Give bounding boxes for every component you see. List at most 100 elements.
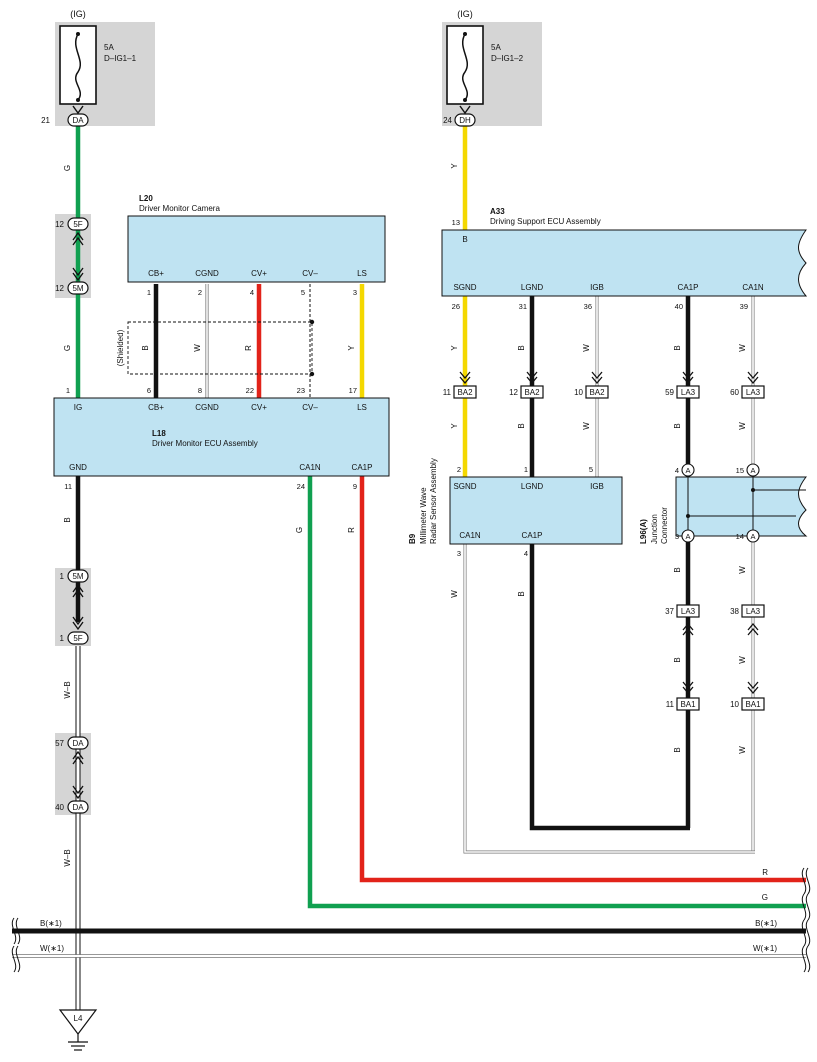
svg-text:12: 12 [55, 220, 64, 229]
svg-text:6: 6 [147, 386, 151, 395]
svg-text:1: 1 [60, 634, 65, 643]
fuse-ig-label: (IG) [70, 9, 86, 19]
connector-la3-mid-row: 37 LA3 38 LA3 [665, 604, 765, 636]
svg-text:LGND: LGND [521, 482, 543, 491]
svg-text:5: 5 [301, 288, 305, 297]
connector-ba1-row: 11 BA1 10 BA1 [666, 681, 765, 711]
svg-text:B: B [63, 517, 72, 522]
svg-text:1: 1 [147, 288, 151, 297]
svg-text:5M: 5M [72, 572, 83, 581]
connector-40-da: 40 DA [55, 785, 89, 814]
fuse-pin: 21 [41, 116, 50, 125]
svg-text:CV+: CV+ [251, 269, 267, 278]
svg-text:B: B [141, 345, 150, 350]
svg-text:B: B [673, 657, 682, 662]
svg-text:CA1P: CA1P [522, 531, 543, 540]
shield-dot-2 [309, 371, 315, 377]
component-l96-junction-connector: A 4 A 15 A 3 A 14 L96(A) Junction Connec… [639, 463, 808, 544]
svg-text:Radar Sensor Assembly: Radar Sensor Assembly [429, 458, 438, 544]
svg-text:60: 60 [730, 388, 739, 397]
svg-text:5: 5 [589, 465, 593, 474]
svg-text:1: 1 [60, 572, 65, 581]
svg-text:Y: Y [450, 163, 459, 169]
svg-text:B9: B9 [408, 533, 417, 544]
svg-text:CB+: CB+ [148, 269, 164, 278]
svg-text:W–B: W–B [63, 849, 72, 866]
svg-text:10: 10 [574, 388, 583, 397]
svg-text:10: 10 [730, 700, 739, 709]
svg-text:B(∗1): B(∗1) [40, 919, 62, 928]
svg-text:CGND: CGND [195, 403, 219, 412]
svg-text:59: 59 [665, 388, 674, 397]
svg-text:37: 37 [665, 607, 674, 616]
svg-text:G: G [295, 527, 304, 533]
svg-text:CGND: CGND [195, 269, 219, 278]
svg-text:G: G [63, 165, 72, 171]
svg-text:A: A [685, 466, 690, 475]
svg-text:A: A [750, 466, 755, 475]
svg-text:9: 9 [353, 482, 357, 491]
wire-green-ca1n [307, 476, 806, 909]
svg-text:Y: Y [450, 345, 459, 351]
svg-text:12: 12 [509, 388, 518, 397]
svg-text:13: 13 [452, 218, 460, 227]
ground-code: L4 [74, 1014, 83, 1023]
svg-text:4: 4 [524, 549, 528, 558]
svg-text:2: 2 [457, 465, 461, 474]
svg-text:SGND: SGND [453, 283, 476, 292]
svg-text:A: A [750, 532, 755, 541]
component-l20-driver-monitor-camera: L20 Driver Monitor Camera CB+ CGND CV+ C… [127, 194, 386, 297]
svg-text:CA1P: CA1P [352, 463, 373, 472]
svg-text:BA2: BA2 [589, 388, 605, 397]
svg-text:5M: 5M [72, 284, 83, 293]
svg-text:W: W [738, 344, 747, 352]
svg-text:23: 23 [297, 386, 305, 395]
svg-text:12: 12 [55, 284, 64, 293]
svg-text:BA2: BA2 [524, 388, 540, 397]
svg-text:2: 2 [198, 288, 202, 297]
svg-text:1: 1 [524, 465, 528, 474]
svg-text:22: 22 [246, 386, 254, 395]
svg-text:W(∗1): W(∗1) [753, 944, 777, 953]
svg-text:14: 14 [736, 532, 744, 541]
svg-text:R: R [244, 345, 253, 351]
svg-text:15: 15 [736, 466, 744, 475]
svg-text:B: B [462, 235, 467, 244]
svg-text:LA3: LA3 [746, 607, 761, 616]
connector-ba2-row: 11 BA2 12 BA2 10 BA2 [443, 371, 609, 399]
svg-text:Y: Y [347, 345, 356, 351]
svg-text:11: 11 [443, 388, 452, 397]
svg-text:DA: DA [72, 739, 84, 748]
svg-text:IG: IG [74, 403, 82, 412]
break-marks [11, 867, 811, 973]
connector-la3-top-row: 59 LA3 60 LA3 [665, 371, 765, 399]
svg-text:CA1P: CA1P [678, 283, 699, 292]
fuse-ig-label: (IG) [457, 9, 473, 19]
svg-text:B: B [517, 591, 526, 596]
svg-text:5F: 5F [73, 220, 82, 229]
svg-text:CA1N: CA1N [299, 463, 321, 472]
svg-text:24: 24 [297, 482, 305, 491]
svg-text:W: W [450, 590, 459, 598]
svg-text:B: B [673, 423, 682, 428]
svg-text:W: W [738, 422, 747, 430]
svg-text:Millimeter Wave: Millimeter Wave [419, 487, 428, 544]
svg-text:4: 4 [675, 466, 679, 475]
svg-text:1: 1 [66, 386, 70, 395]
svg-text:G: G [762, 893, 768, 902]
fuse-name: D–IG1–2 [491, 54, 524, 63]
svg-text:40: 40 [55, 803, 64, 812]
svg-text:BA1: BA1 [680, 700, 696, 709]
fuse-conn: DA [72, 116, 84, 125]
connector-57-da: 57 DA [55, 736, 89, 765]
svg-text:R: R [762, 868, 768, 877]
svg-text:R: R [347, 527, 356, 533]
svg-text:Y: Y [450, 423, 459, 429]
svg-text:IGB: IGB [590, 283, 604, 292]
ground-l4: L4 [58, 1009, 98, 1051]
svg-text:DA: DA [72, 803, 84, 812]
svg-text:GND: GND [69, 463, 87, 472]
svg-text:W: W [738, 566, 747, 574]
svg-text:LS: LS [357, 269, 367, 278]
component-a33-driving-support-ecu: A33 Driving Support ECU Assembly 13 B SG… [441, 207, 808, 311]
